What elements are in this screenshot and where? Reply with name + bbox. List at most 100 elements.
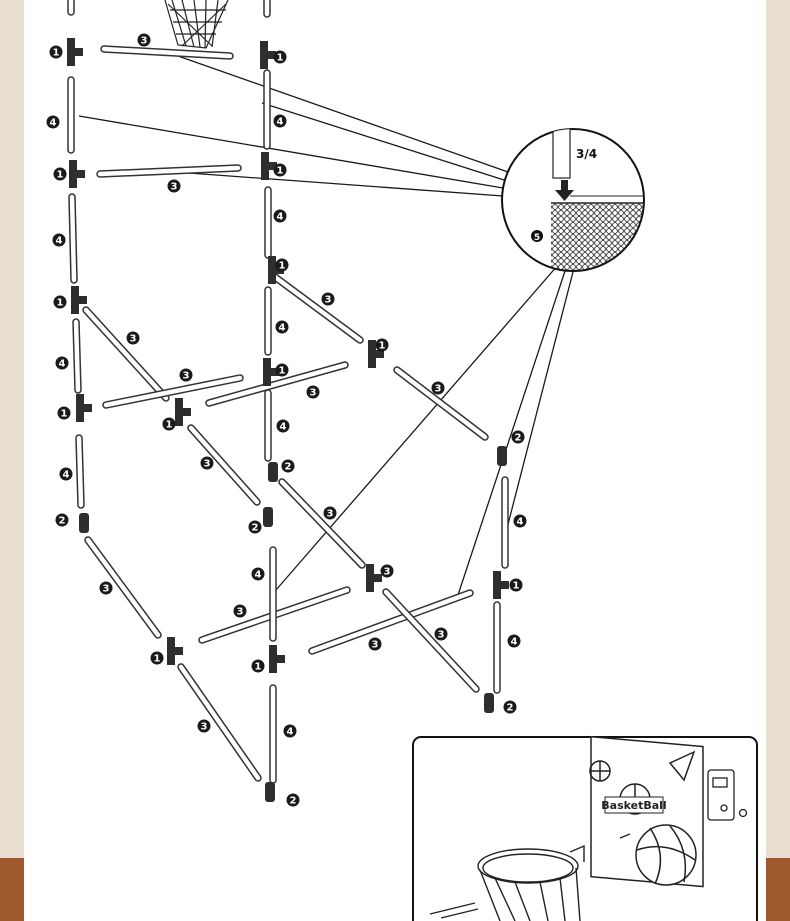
pipe-9-fill (73, 319, 81, 393)
detail-arrow (555, 180, 574, 201)
callout-label-c4j: 4 (255, 570, 262, 581)
detail-label-net: 5 (534, 233, 540, 243)
callout-circle-c2a (511, 430, 525, 444)
callout-label-c3e: 3 (183, 371, 190, 382)
callout-badge-c3g: 3 (431, 381, 445, 395)
callout-badge-c3b: 3 (167, 179, 181, 193)
connector-body-13 (263, 507, 273, 527)
callout-circle-c3e (179, 368, 193, 382)
connector-body-10 (497, 446, 507, 466)
callout-badge-c2d: 2 (248, 520, 262, 534)
callout-circle-c4k (507, 634, 521, 648)
tee-connector-3 (261, 152, 277, 180)
callout-badge-c4b: 4 (273, 114, 287, 128)
callout-label-c3g: 3 (435, 384, 442, 395)
callout-badge-c4d: 4 (52, 233, 66, 247)
callout-label-c3b: 3 (171, 182, 178, 193)
elbow-connector-11 (268, 462, 278, 482)
callout-badge-c3l: 3 (368, 637, 382, 651)
callout-badge-c1a: 1 (49, 45, 63, 59)
callout-circle-c4b (273, 114, 287, 128)
pipe-8-fill (272, 274, 363, 343)
callout-label-c1d: 1 (277, 166, 284, 177)
callout-label-c3k: 3 (237, 607, 244, 618)
callout-badge-c3i: 3 (323, 506, 337, 520)
callout-circle-c3k (233, 604, 247, 618)
callout-badge-c1d: 1 (273, 163, 287, 177)
callout-label-c3i: 3 (327, 509, 334, 520)
tee-branch-16 (167, 647, 183, 655)
callout-badge-c3d: 3 (126, 331, 140, 345)
callout-badge-c3c: 3 (321, 292, 335, 306)
callout-label-c3l: 3 (372, 640, 379, 651)
callout-label-c4l: 4 (287, 727, 294, 738)
callout-badge-c2e: 2 (503, 700, 517, 714)
callout-circle-c4g (276, 419, 290, 433)
callout-badge-c4k: 4 (507, 634, 521, 648)
pipe-12-fill (103, 375, 243, 408)
tee-connector-8 (76, 394, 92, 422)
callout-circle-c4c (273, 209, 287, 223)
elbow-connector-13 (263, 507, 273, 527)
pipe-26-fill (178, 664, 261, 781)
inset-backboard-panel: BasketBall (412, 735, 758, 921)
callout-label-c1m: 1 (255, 662, 262, 673)
pipe-18-fill (279, 479, 365, 568)
callout-badge-c4j: 4 (251, 567, 265, 581)
tee-connector-7 (263, 358, 279, 386)
callout-label-c4e: 4 (279, 323, 286, 334)
tee-branch-0 (67, 48, 83, 56)
backboard-logo-text: BasketBall (601, 799, 666, 812)
callout-circle-c2f (286, 793, 300, 807)
callout-label-c1b: 1 (277, 53, 284, 64)
detail-pipe-end (552, 129, 571, 179)
pipe-17-fill (188, 425, 260, 505)
tee-connector-9 (175, 398, 191, 426)
callout-badge-c4f: 4 (55, 356, 69, 370)
pipe-15-fill (76, 435, 84, 508)
callout-circle-c1e (275, 258, 289, 272)
callout-badge-c3h: 3 (200, 456, 214, 470)
callout-badge-c4e: 4 (275, 320, 289, 334)
callout-badge-c2b: 2 (281, 459, 295, 473)
callout-badge-c1b: 1 (273, 50, 287, 64)
pipe-11-fill (83, 307, 169, 401)
callout-badge-c3e: 3 (179, 368, 193, 382)
callout-label-c3j: 3 (103, 584, 110, 595)
callout-badge-c1f: 1 (53, 295, 67, 309)
callout-circle-c2c (55, 513, 69, 527)
leader-lines (78, 55, 575, 599)
callout-circle-c3d (126, 331, 140, 345)
tee-branch-6 (368, 350, 384, 358)
callout-circle-c1b (273, 50, 287, 64)
callout-label-c3o: 3 (384, 567, 391, 578)
callout-label-c1e: 1 (279, 261, 286, 272)
callout-label-c3f: 3 (310, 388, 317, 399)
tee-connector-5 (71, 286, 87, 314)
callout-label-c3d: 3 (130, 334, 137, 345)
tee-branch-8 (76, 404, 92, 412)
callout-label-c1i: 1 (61, 409, 68, 420)
callout-badge-c1k: 1 (509, 578, 523, 592)
callout-circle-c4j (251, 567, 265, 581)
callout-label-c4h: 4 (63, 470, 70, 481)
callout-circle-c2e (503, 700, 517, 714)
callout-circle-c1f (53, 295, 67, 309)
callout-badge-c1l: 1 (150, 651, 164, 665)
tee-branch-4 (268, 266, 284, 274)
elbow-connector-12 (79, 513, 89, 533)
callout-circle-c1g (375, 338, 389, 352)
callout-circle-c4a (46, 115, 60, 129)
tee-connector-14 (366, 564, 382, 592)
connector-group (67, 38, 509, 802)
pipe-24-fill (383, 589, 479, 692)
callout-circle-c3c (321, 292, 335, 306)
tee-connector-0 (67, 38, 83, 66)
callout-badge-c4g: 4 (276, 419, 290, 433)
callout-circle-c2d (248, 520, 262, 534)
callout-circle-c4i (513, 514, 527, 528)
callout-label-c2b: 2 (285, 462, 292, 473)
callout-circle-c3a (137, 33, 151, 47)
mount-bracket-icon (707, 769, 748, 821)
callout-circle-c2b (281, 459, 295, 473)
